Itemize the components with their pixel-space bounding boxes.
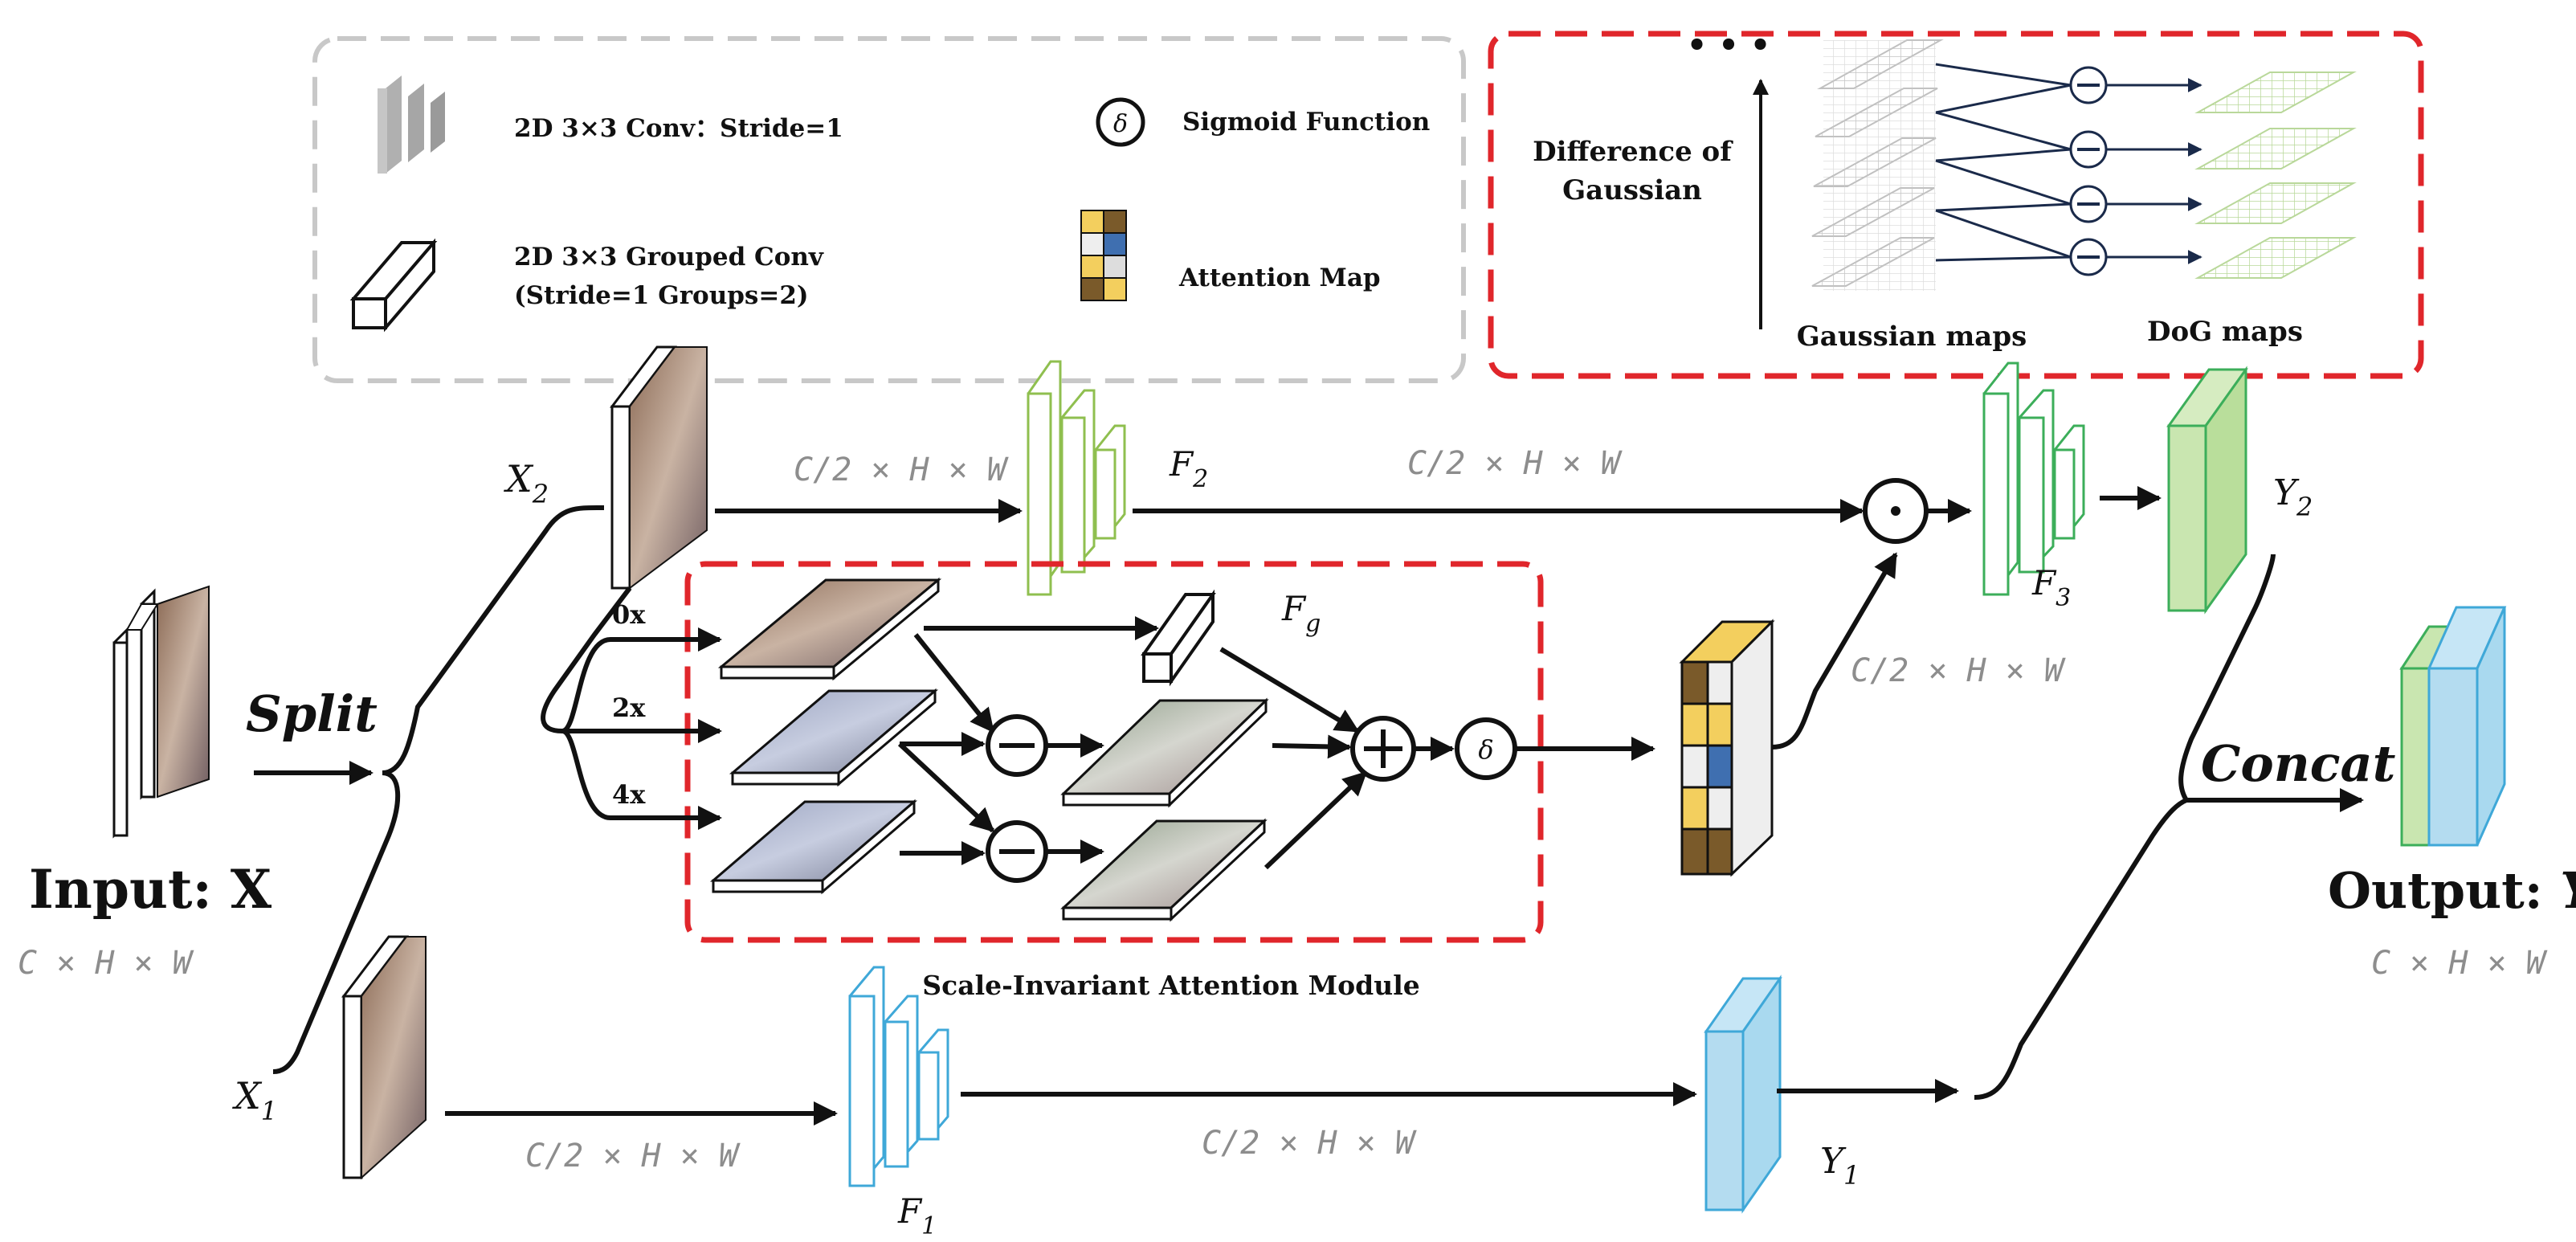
dog1-to-plus bbox=[1272, 734, 1352, 759]
dim-x1-f1: C/2 × H × W bbox=[525, 1138, 741, 1175]
f2-label: F2 bbox=[1169, 444, 1208, 493]
sigmoid-op-symbol: δ bbox=[1478, 734, 1493, 765]
dog-connections bbox=[1935, 63, 2202, 264]
grouped-conv-icon bbox=[349, 238, 438, 333]
dim-f2-mul: C/2 × H × W bbox=[1407, 445, 1623, 482]
multiply-dot bbox=[1891, 506, 1900, 516]
legend-attention-label: Attention Map bbox=[1178, 264, 1381, 292]
fg-grouped-conv bbox=[1141, 589, 1216, 687]
legend-conv-label: 2D 3×3 Conv：Stride=1 bbox=[514, 114, 843, 143]
dim-att: C/2 × H × W bbox=[1851, 652, 2066, 689]
dog-maps bbox=[2194, 71, 2357, 279]
dog-subtract-ops bbox=[2069, 66, 2108, 276]
x1-tensor bbox=[341, 935, 427, 1180]
scale-0x: 0x bbox=[612, 599, 646, 630]
legend-panel: 2D 3×3 Conv：Stride=1 2D 3×3 Grouped Conv… bbox=[312, 36, 1466, 383]
gaussian-maps-label: Gaussian maps bbox=[1797, 321, 2027, 353]
branch-trunk bbox=[541, 586, 632, 733]
scale-image-2x bbox=[729, 688, 939, 787]
f3-conv-block bbox=[1982, 362, 2085, 596]
attention-to-mul bbox=[1771, 552, 1898, 750]
x1-label: X1 bbox=[232, 1074, 277, 1126]
siam-caption: Scale-Invariant Attention Module bbox=[922, 970, 1419, 1001]
0x-to-minus1 bbox=[913, 633, 995, 733]
dog-panel: • • • Difference of Gaussian bbox=[1488, 27, 2424, 379]
sigmoid-op bbox=[1455, 717, 1517, 780]
legend-sigmoid-label: Sigmoid Function bbox=[1182, 108, 1430, 137]
input-dim: C × H × W bbox=[18, 945, 194, 982]
fg-label: Fg bbox=[1281, 589, 1321, 638]
dog-title-line2: Gaussian bbox=[1562, 174, 1702, 206]
conv-block-icon bbox=[378, 76, 445, 174]
scale-4x: 4x bbox=[612, 779, 646, 810]
attention-map-icon bbox=[1080, 210, 1127, 301]
fg-to-plus bbox=[1219, 647, 1360, 733]
output-label: Output: Y bbox=[2328, 861, 2576, 920]
concat-label: Concat bbox=[2201, 734, 2396, 793]
concat-brace-upper bbox=[2178, 554, 2276, 802]
f1-label: F1 bbox=[897, 1191, 937, 1240]
2x-to-minus2 bbox=[897, 742, 995, 833]
legend-sigmoid-symbol: δ bbox=[1113, 110, 1128, 138]
scale-image-4x bbox=[709, 799, 918, 895]
dim-x2-f2: C/2 × H × W bbox=[794, 451, 1009, 488]
output-dim: C × H × W bbox=[2371, 945, 2548, 982]
split-brace-lower bbox=[272, 770, 401, 1074]
output-tensor bbox=[2399, 606, 2507, 847]
scale-2x: 2x bbox=[612, 692, 646, 723]
x2-label: X2 bbox=[504, 457, 549, 509]
scale-image-0x bbox=[717, 577, 942, 681]
f1-conv-block bbox=[848, 966, 949, 1187]
f3-label: F3 bbox=[2031, 563, 2071, 612]
split-brace-upper bbox=[382, 505, 605, 775]
y1-tensor bbox=[1704, 974, 1782, 1214]
input-tensor bbox=[112, 585, 210, 839]
dog-maps-label: DoG maps bbox=[2147, 316, 2303, 348]
f2-conv-block bbox=[1027, 360, 1126, 596]
dog-ellipsis: • • • bbox=[1687, 27, 1771, 64]
gaussian-maps bbox=[1811, 39, 1944, 291]
branch-0x bbox=[561, 627, 722, 733]
y1-label: Y1 bbox=[1820, 1141, 1860, 1191]
legend-grouped-line1: 2D 3×3 Grouped Conv bbox=[514, 243, 824, 272]
dog-title-line1: Difference of bbox=[1533, 136, 1733, 168]
dog-result-2 bbox=[1060, 818, 1268, 922]
dog-result-1 bbox=[1060, 697, 1269, 808]
input-label: Input: X bbox=[29, 858, 272, 921]
attention-map-tensor bbox=[1679, 619, 1775, 877]
sigmoid-icon bbox=[1096, 97, 1145, 147]
concat-brace-lower bbox=[1974, 798, 2188, 1100]
legend-grouped-line2: (Stride=1 Groups=2) bbox=[514, 281, 809, 310]
split-label: Split bbox=[246, 684, 378, 743]
y2-label: Y2 bbox=[2273, 472, 2313, 522]
x2-tensor bbox=[609, 345, 708, 590]
y2-tensor bbox=[2166, 366, 2248, 615]
dog2-to-plus bbox=[1264, 770, 1368, 870]
dim-f1-y1: C/2 × H × W bbox=[1202, 1125, 1417, 1162]
branch-4x bbox=[561, 729, 722, 830]
